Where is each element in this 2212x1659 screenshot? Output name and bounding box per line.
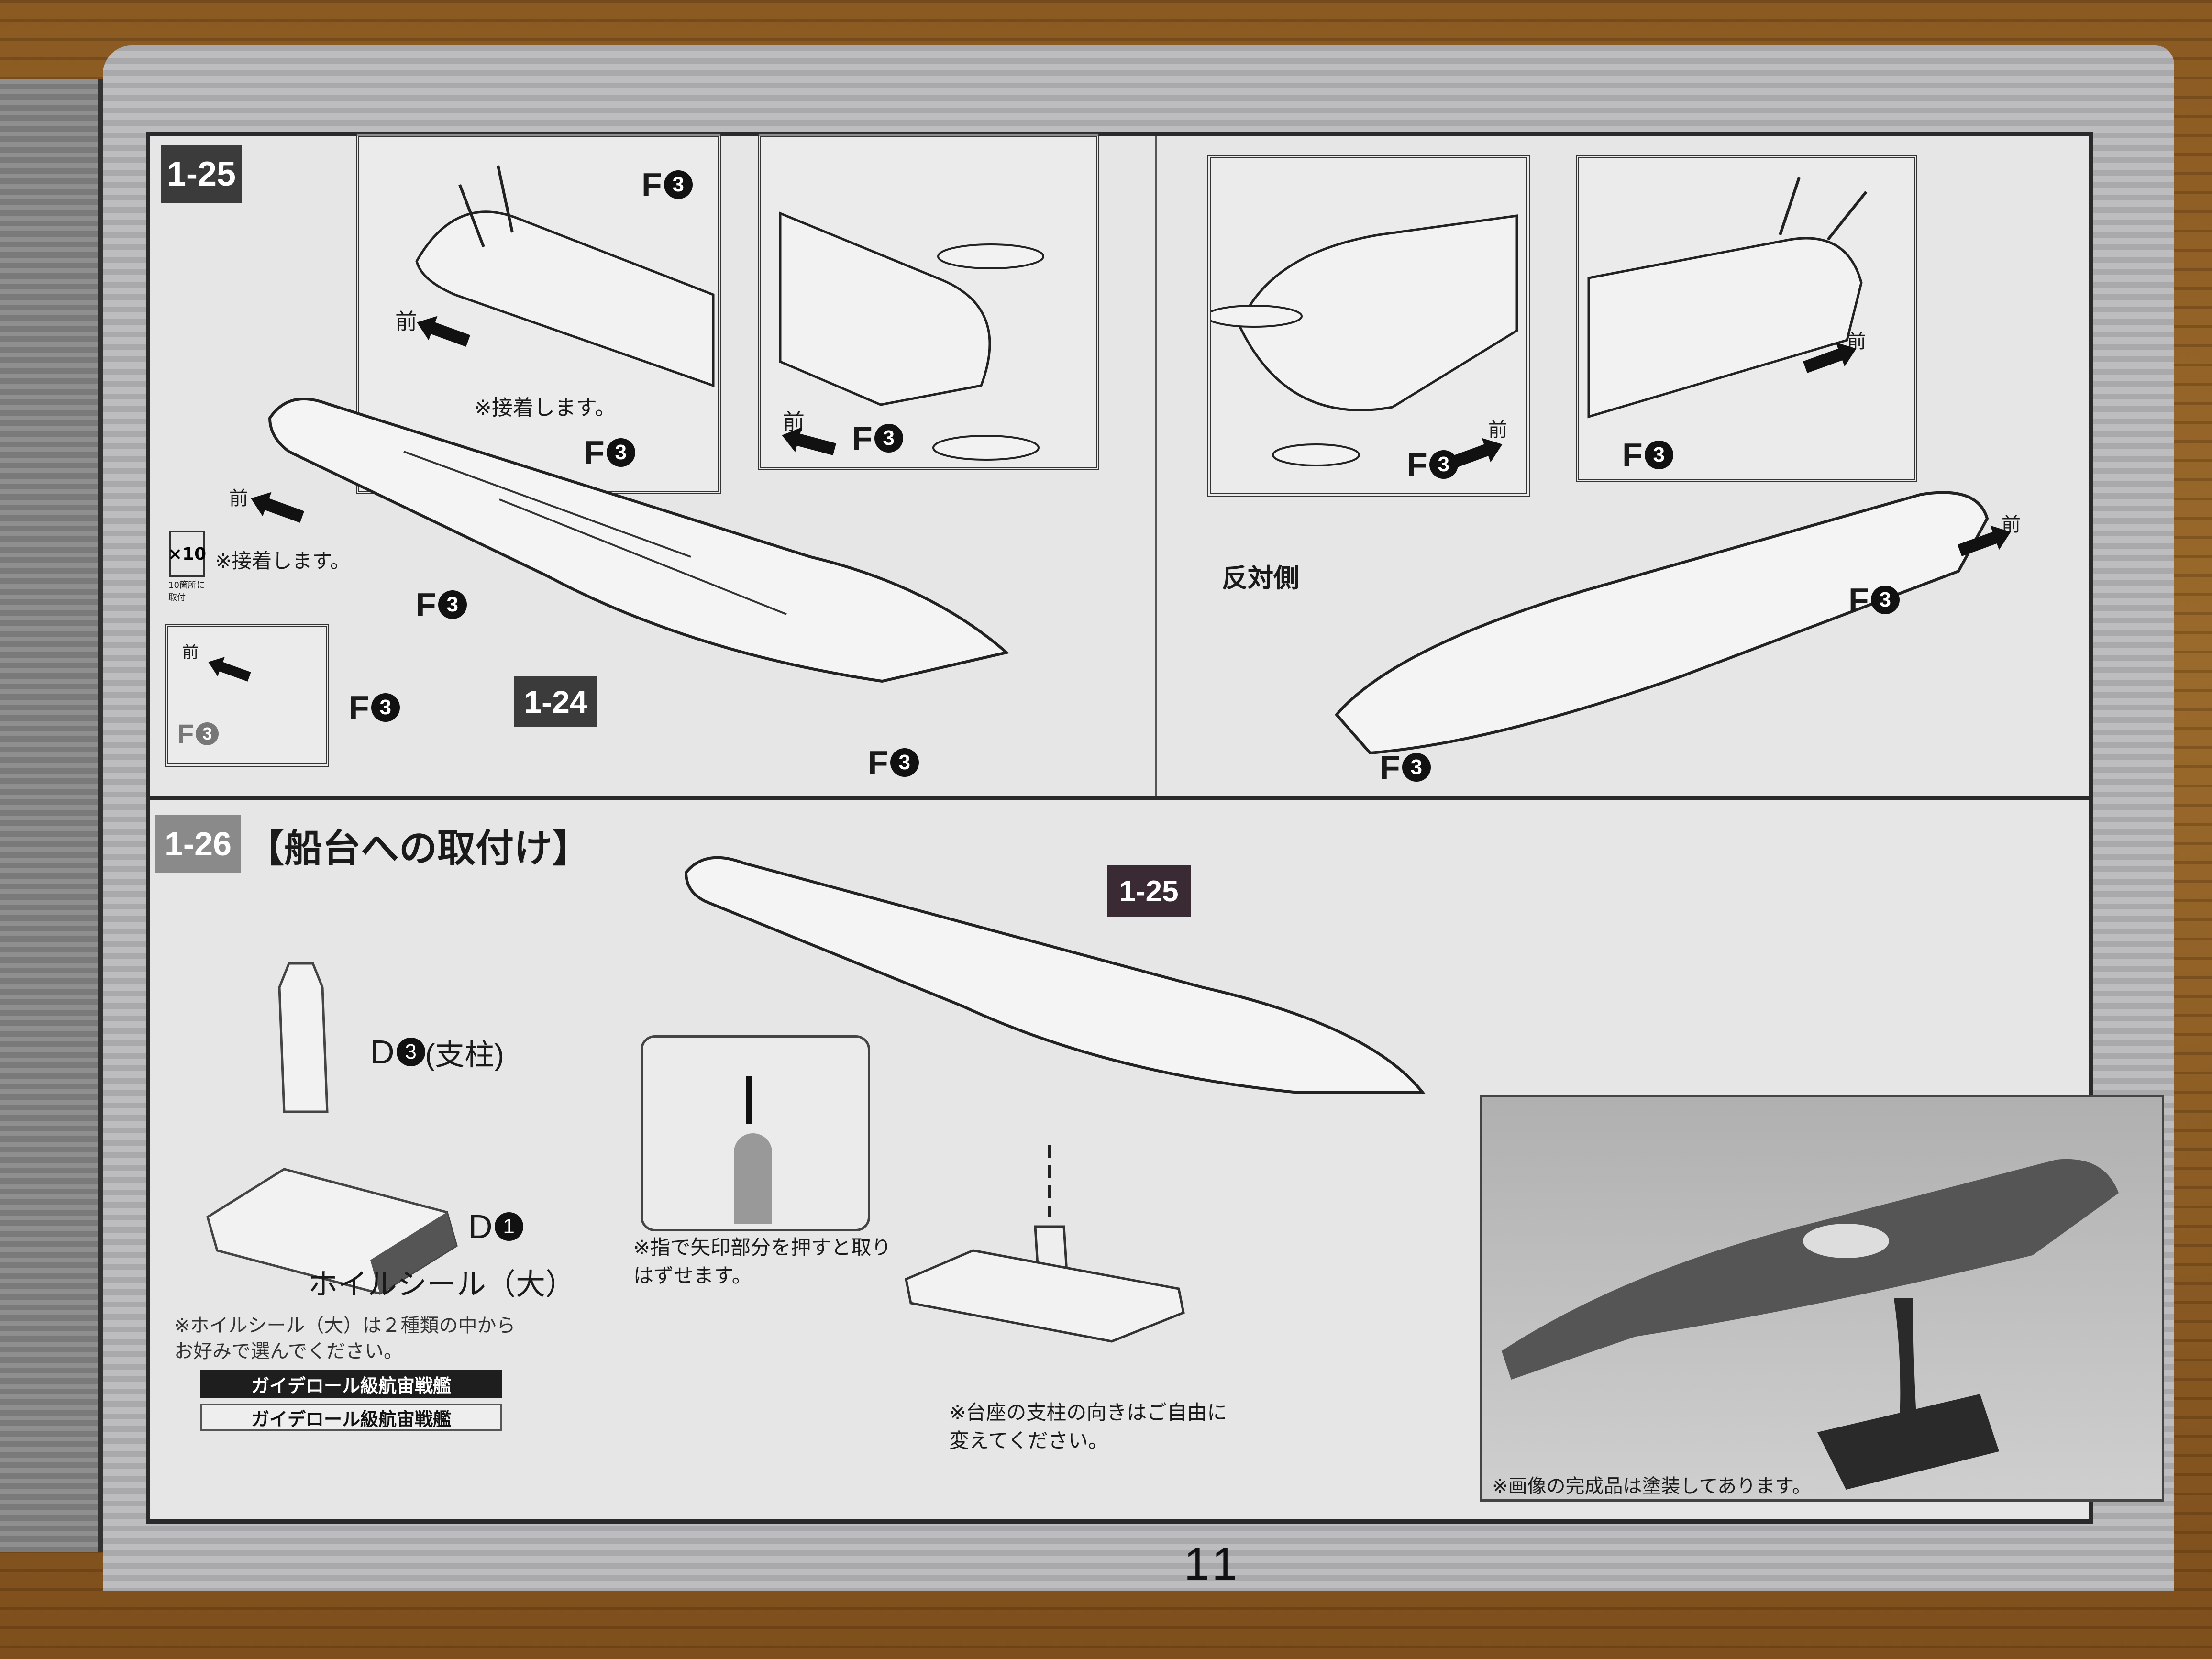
glue-note: ※接着します。 (215, 549, 350, 573)
part-letter: F (584, 434, 605, 471)
finished-model-photo: ※画像の完成品は塗装してあります。 (1480, 1095, 2164, 1502)
previous-page-edge (0, 79, 103, 1552)
part-name: (支柱) (425, 1039, 504, 1072)
glue-note: ※接着します。 (474, 396, 616, 420)
ship-bow-opposite-illustration (1211, 214, 1518, 466)
part-letter: D (468, 1208, 493, 1245)
ref-badge-1-25: 1-25 (1107, 865, 1191, 917)
part-letter: F (1380, 749, 1400, 786)
step-badge-1-25: 1-25 (161, 145, 242, 203)
stand-assembled-illustration (905, 1145, 1185, 1343)
stand-base-illustration (206, 1168, 458, 1295)
remove-note: ※指で矢印部分を押すと取りはずせます。 (633, 1236, 892, 1287)
foil-note: ※ホイルシール（大）は２種類の中からお好みで選んでください。 (174, 1315, 516, 1362)
part-letter: D (370, 1033, 395, 1071)
ship-bow-side-illustration (779, 211, 1044, 461)
multiplier-icon: ×10 (168, 531, 206, 577)
part-number-circle: 1 (494, 1212, 523, 1241)
part-letter: F (852, 420, 873, 457)
front-label: 前 (182, 643, 199, 662)
push-arrow-icon (746, 1076, 752, 1124)
ship-bow-detail-illustration (415, 165, 715, 387)
part-number-circle: 3 (1402, 753, 1431, 782)
photo-note: ※画像の完成品は塗装してあります。 (1492, 1475, 1812, 1497)
opposite-side-label: 反対側 (1222, 563, 1299, 593)
finished-ship-photo-shape (1502, 1159, 2119, 1490)
finger-icon (734, 1133, 772, 1224)
part-number-circle: 3 (1870, 586, 1900, 614)
part-letter: F (868, 744, 888, 781)
part-number-circle: 3 (196, 722, 219, 745)
ship-stern-opposite-illustration (1587, 177, 1868, 419)
part-letter: F (1407, 446, 1427, 483)
part-number-circle: 3 (396, 1038, 425, 1066)
step-title: 【船台への取付け】 (246, 826, 590, 871)
ship-completed-illustration (684, 856, 1426, 1094)
part-letter: F (1622, 436, 1643, 474)
part-letter: F (177, 719, 194, 749)
part-letter: F (416, 586, 436, 623)
sticker-option-dark: ガイデロール級航宙戦艦 (200, 1370, 502, 1398)
ship-main-illustration-left (268, 398, 1010, 683)
part-number-circle: 3 (1644, 441, 1673, 469)
page-number: 11 (1184, 1538, 1243, 1590)
section-divider-vertical (1155, 136, 1157, 796)
sticker-option-light: ガイデロール級航宙戦艦 (200, 1404, 502, 1431)
section-divider-horizontal (150, 796, 2089, 800)
stand-direction-note: ※台座の支柱の向きはご自由に変えてください。 (949, 1401, 1228, 1452)
step-badge-1-26: 1-26 (155, 815, 241, 873)
foil-sticker-label: ホイルシール（大） (308, 1267, 575, 1302)
part-number-circle: 3 (438, 590, 467, 619)
part-letter: F (1848, 581, 1869, 619)
part-number-circle: 3 (890, 748, 919, 777)
part-letter: F (349, 689, 369, 726)
part-number-circle: 3 (664, 170, 693, 199)
front-arrow-icon (219, 662, 251, 682)
multiplier-note: 10箇所に取付 (168, 580, 205, 603)
stand-post-illustration (278, 962, 329, 1113)
part-number-circle: 3 (606, 438, 635, 467)
front-label: 前 (229, 487, 248, 509)
part-number-circle: 3 (371, 693, 400, 722)
part-number-circle: 3 (874, 424, 903, 453)
part-letter: F (641, 166, 662, 203)
detail-box-removal (641, 1035, 870, 1231)
ref-badge-1-24: 1-24 (514, 676, 597, 727)
ship-main-illustration-right (1335, 491, 1989, 755)
